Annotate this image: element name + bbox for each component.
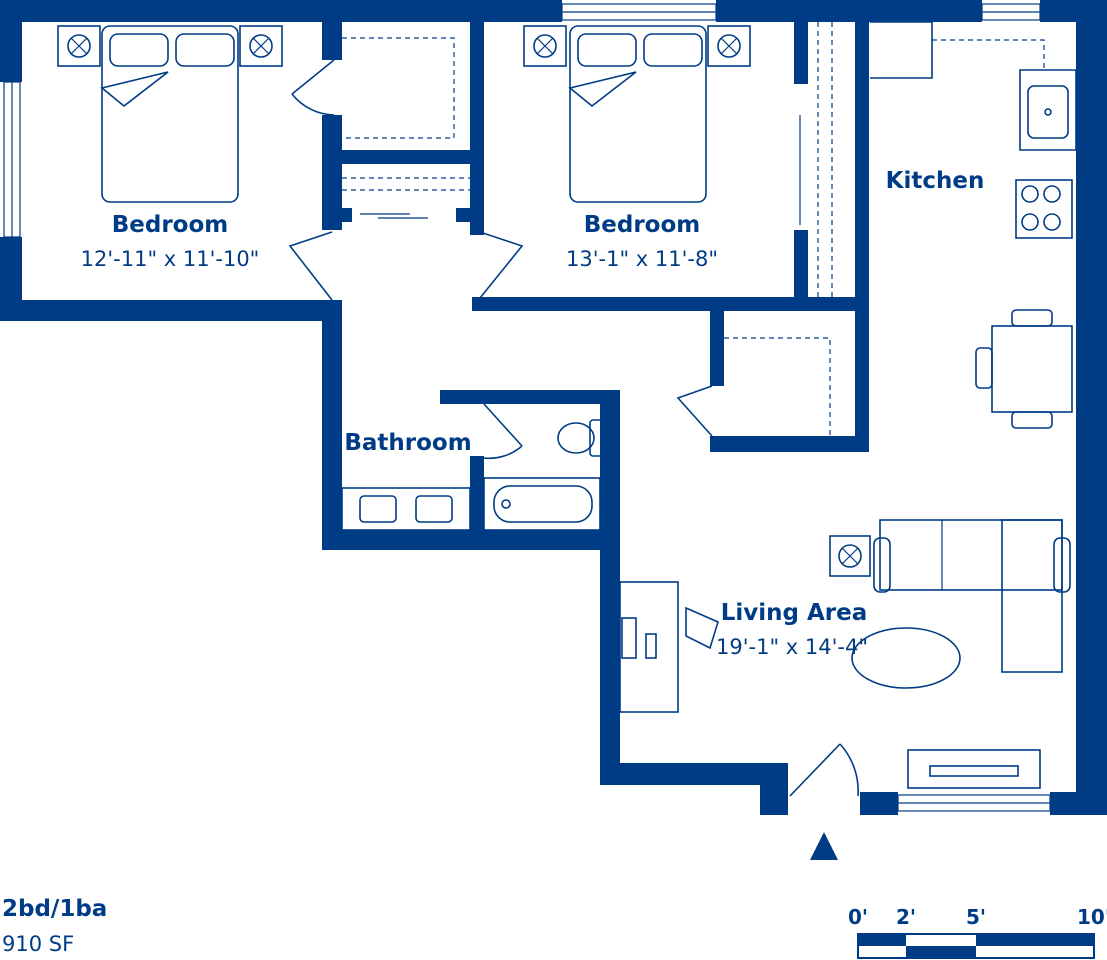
room-name-kitchen: Kitchen bbox=[886, 168, 985, 194]
nightstand-lamp-icon bbox=[57, 25, 283, 67]
windows bbox=[3, 3, 1051, 812]
dining-table-icon bbox=[975, 309, 1073, 429]
coffee-table bbox=[851, 627, 961, 689]
room-name-bedroom-1: Bedroom bbox=[112, 212, 229, 238]
entry-arrow-icon bbox=[810, 832, 838, 860]
desk-icon bbox=[619, 581, 719, 713]
tv-console bbox=[907, 749, 1041, 789]
sofa-icon bbox=[873, 519, 1071, 673]
room-name-bedroom-2: Bedroom bbox=[584, 212, 701, 238]
bed-icon bbox=[100, 25, 239, 203]
room-dim-bedroom-1: 12'-11" x 11'-10" bbox=[81, 247, 260, 271]
scale-label-5: 5' bbox=[966, 905, 986, 929]
room-dim-living-area: 19'-1" x 14'-4" bbox=[716, 635, 868, 659]
scale-label-2: 2' bbox=[896, 905, 916, 929]
sink-icon bbox=[341, 487, 471, 531]
stove-icon bbox=[1015, 179, 1073, 239]
nightstand-lamp-icon bbox=[829, 535, 871, 577]
room-dim-bedroom-2: 13'-1" x 11'-8" bbox=[566, 247, 718, 271]
kitchen-fixtures bbox=[870, 21, 1077, 151]
scale-bar: 0' 2' 5' 10' bbox=[848, 905, 1107, 959]
room-name-living-area: Living Area bbox=[721, 600, 868, 626]
room-name-bathroom: Bathroom bbox=[344, 430, 471, 456]
scale-label-0: 0' bbox=[848, 905, 868, 929]
toilet-icon bbox=[557, 419, 607, 457]
bathtub-icon bbox=[483, 477, 601, 531]
scale-label-10: 10' bbox=[1077, 905, 1107, 929]
doors bbox=[288, 59, 859, 797]
unit-type: 2bd/1ba bbox=[2, 896, 108, 922]
nightstand-lamp-icon bbox=[523, 25, 751, 67]
walls bbox=[0, 0, 1107, 815]
closet-shelves bbox=[342, 22, 1045, 436]
unit-area: 910 SF bbox=[2, 932, 75, 956]
bed-icon bbox=[568, 25, 707, 203]
